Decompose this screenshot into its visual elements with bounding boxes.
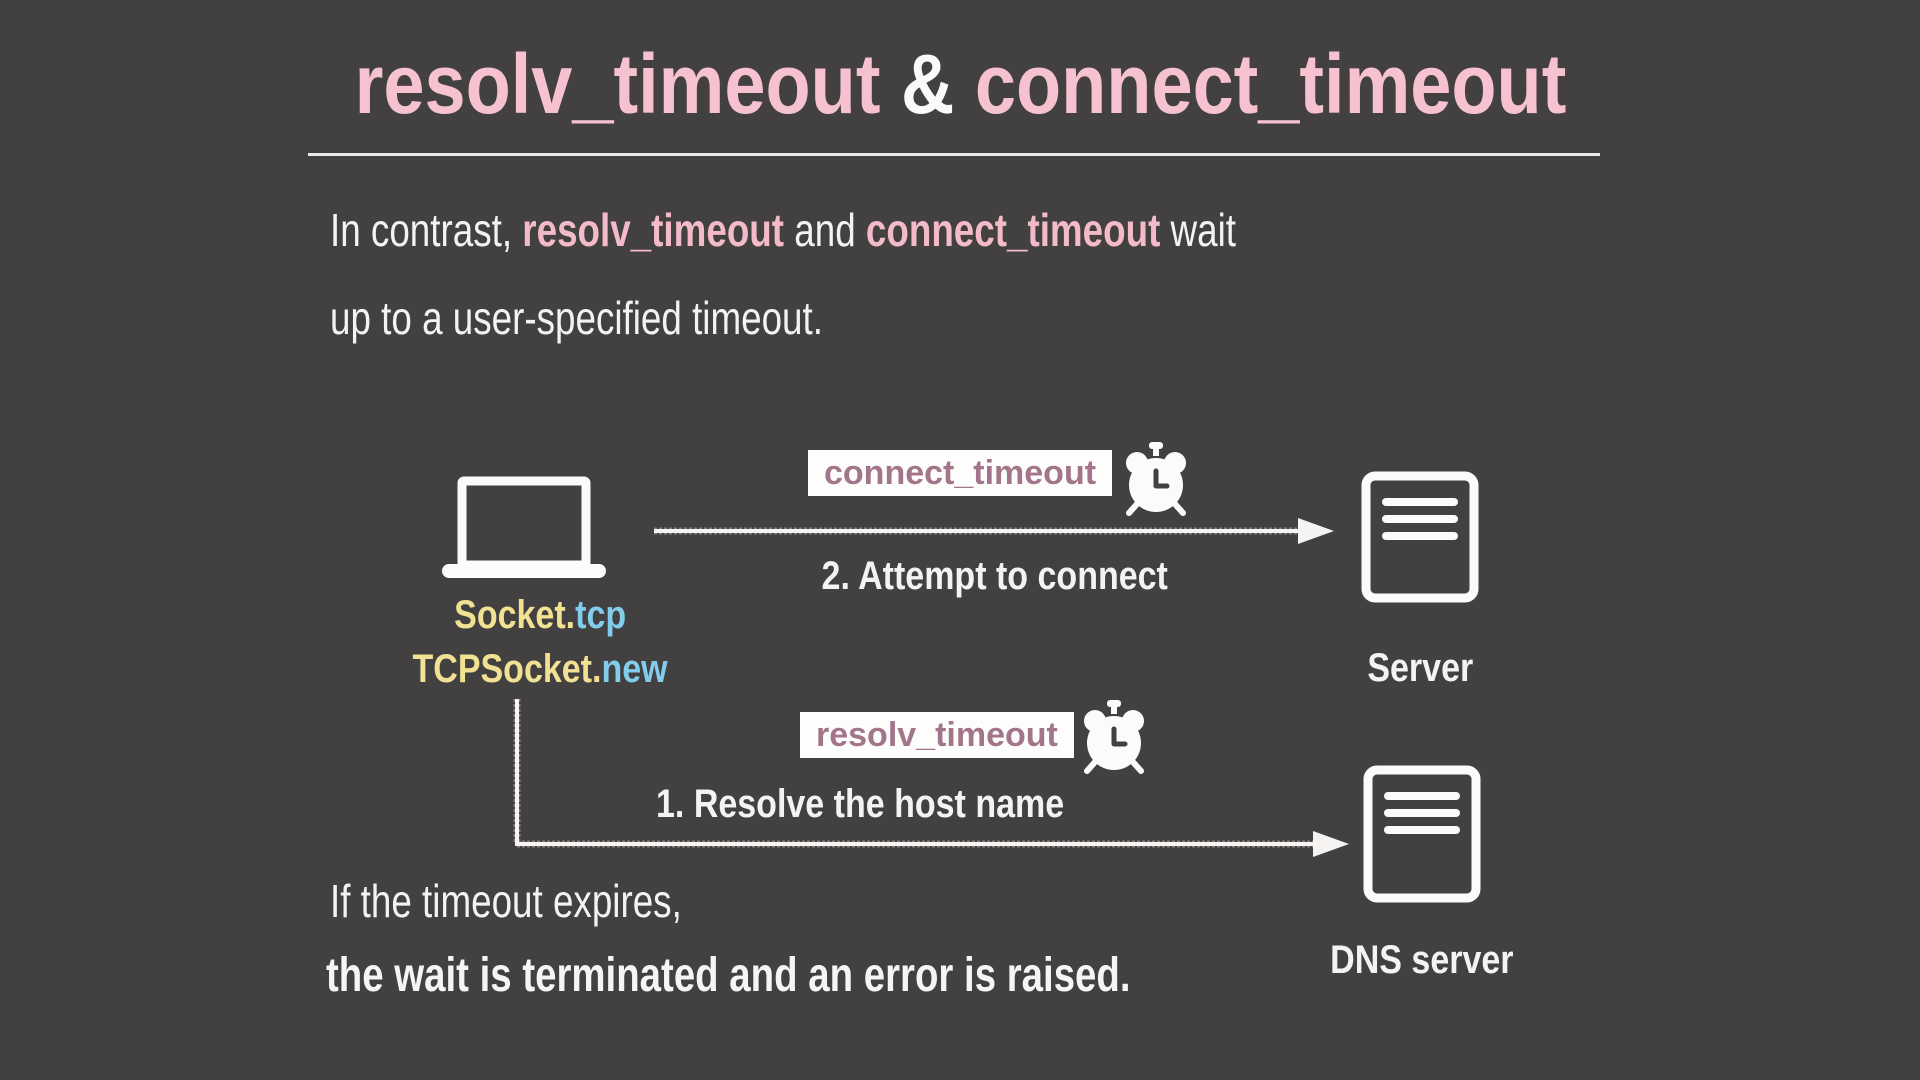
resolve-caption: 1. Resolve the host name xyxy=(515,782,1205,827)
connect-timeout-badge: connect_timeout xyxy=(808,450,1113,496)
intro-keyword-connect: connect_timeout xyxy=(865,204,1161,256)
dns-server-label: DNS server xyxy=(1312,938,1532,983)
connect-arrow xyxy=(654,518,1334,544)
server-icon xyxy=(1361,471,1479,603)
intro-line-2: up to a user-specified timeout. xyxy=(330,292,823,344)
connect-caption: 2. Attempt to connect xyxy=(650,554,1340,599)
intro-keyword-resolv: resolv_timeout xyxy=(522,204,785,256)
connect-caption-text: 2. Attempt to connect xyxy=(821,554,1169,598)
title-term-resolv: resolv_timeout xyxy=(354,37,880,131)
title-underline xyxy=(308,153,1600,156)
resolv-timeout-badge: resolv_timeout xyxy=(800,712,1074,758)
client-code-label: Socket.tcp TCPSocket.new xyxy=(348,588,732,696)
intro-text: and xyxy=(784,204,866,256)
resolve-caption-text: 1. Resolve the host name xyxy=(655,782,1065,826)
footer-line-1: If the timeout expires, xyxy=(330,875,682,927)
intro-paragraph: In contrast, resolv_timeout and connect_… xyxy=(330,186,1463,362)
alarm-clock-icon xyxy=(1084,700,1144,774)
footer-line-2: the wait is terminated and an error is r… xyxy=(326,949,1131,1002)
server-label-text: Server xyxy=(1367,646,1473,690)
dns-server-label-text: DNS server xyxy=(1330,938,1514,982)
code-method-new: new xyxy=(601,647,668,691)
code-class-socket: Socket. xyxy=(454,593,575,637)
intro-text: In contrast, xyxy=(330,204,523,256)
page-title: resolv_timeout & connect_timeout xyxy=(0,34,1920,134)
dns-server-icon xyxy=(1363,765,1481,903)
resolve-arrow xyxy=(513,699,1349,857)
alarm-clock-icon xyxy=(1126,442,1186,516)
laptop-icon xyxy=(442,476,606,578)
code-method-tcp: tcp xyxy=(574,593,626,637)
title-term-connect: connect_timeout xyxy=(974,37,1566,131)
title-ampersand: & xyxy=(879,37,975,131)
intro-text: wait xyxy=(1160,204,1237,256)
server-label: Server xyxy=(1330,646,1510,691)
intro-line-1: In contrast, resolv_timeout and connect_… xyxy=(330,186,1236,274)
code-class-tcpsocket: TCPSocket. xyxy=(412,647,602,691)
